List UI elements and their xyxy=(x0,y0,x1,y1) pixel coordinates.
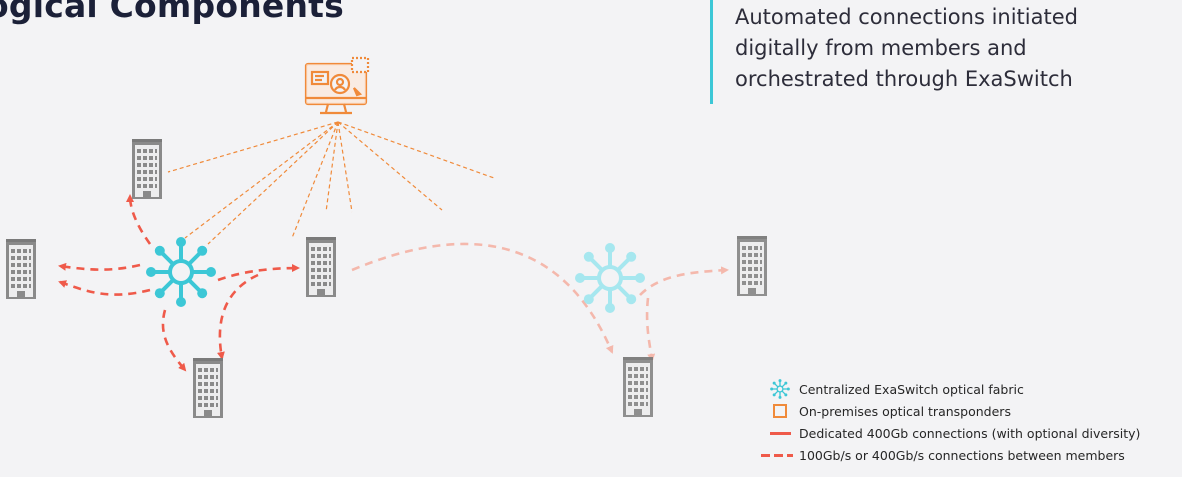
faded-connections xyxy=(351,242,729,362)
building-icon xyxy=(737,236,767,296)
legend-label: 100Gb/s or 400Gb/s connections between m… xyxy=(799,447,1125,463)
legend-label: Centralized ExaSwitch optical fabric xyxy=(799,381,1024,397)
building-icon xyxy=(6,239,36,299)
building-icon xyxy=(193,358,223,418)
page-title: ogical Components xyxy=(0,0,344,25)
member-connections xyxy=(58,194,300,372)
legend: Centralized ExaSwitch optical fabric On-… xyxy=(761,378,1140,466)
building-icon xyxy=(623,357,653,417)
solid-line-icon xyxy=(763,431,797,435)
legend-item: Dedicated 400Gb connections (with option… xyxy=(763,422,1140,444)
portal-fanout-lines xyxy=(167,121,495,245)
callout-accent-bar xyxy=(710,0,713,104)
exaswitch-hub-icon-faded xyxy=(573,241,647,315)
legend-label: On-premises optical transponders xyxy=(799,403,1011,419)
legend-label: Dedicated 400Gb connections (with option… xyxy=(799,425,1141,441)
legend-item: Centralized ExaSwitch optical fabric xyxy=(763,378,1140,400)
building-icon xyxy=(132,139,162,199)
legend-item: 100Gb/s or 400Gb/s connections between m… xyxy=(761,444,1140,466)
building-icon xyxy=(306,237,336,297)
dashed-line-icon xyxy=(761,453,797,457)
legend-item: On-premises optical transponders xyxy=(763,400,1140,422)
snowflake-icon xyxy=(763,379,797,399)
exaswitch-hub-icon xyxy=(144,235,218,309)
orange-portal-icon xyxy=(304,56,370,115)
callout-text: Automated connections initiated digitall… xyxy=(735,5,1078,91)
orange-square-icon xyxy=(763,404,797,418)
